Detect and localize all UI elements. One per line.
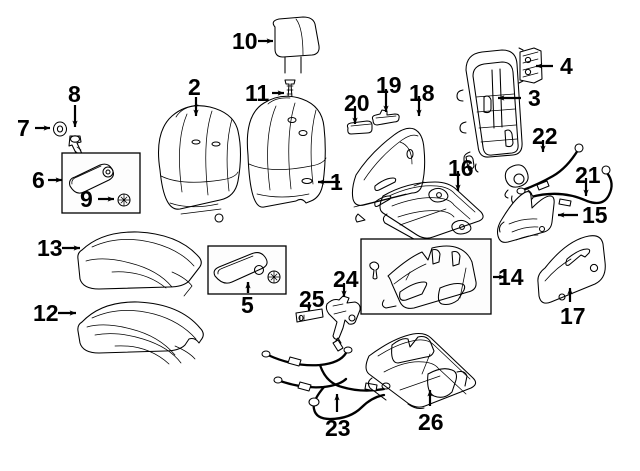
callout-label-5[interactable]: 5 bbox=[241, 292, 254, 318]
callout-label-12[interactable]: 12 bbox=[33, 300, 59, 326]
part-seat-cushion-cover-lower bbox=[77, 301, 204, 365]
callout-label-22[interactable]: 22 bbox=[532, 123, 558, 149]
callout-arrows bbox=[35, 38, 589, 412]
callout-label-18[interactable]: 18 bbox=[409, 80, 435, 106]
part-seat-cushion-cover-upper bbox=[77, 231, 202, 297]
inset-seat-cushion-shield bbox=[360, 238, 492, 315]
part-trim-plug bbox=[369, 261, 380, 280]
part-release-cable-short bbox=[516, 143, 584, 195]
part-cap-nut bbox=[117, 193, 131, 207]
callout-label-13[interactable]: 13 bbox=[37, 235, 63, 261]
callout-label-15[interactable]: 15 bbox=[582, 202, 608, 228]
callout-label-7[interactable]: 7 bbox=[17, 115, 30, 141]
part-lock-lever-bracket bbox=[325, 295, 361, 346]
callout-label-23[interactable]: 23 bbox=[325, 415, 351, 441]
part-recliner-bracket bbox=[518, 47, 543, 84]
part-trim-clip-upper bbox=[371, 109, 400, 126]
callout-label-26[interactable]: 26 bbox=[418, 409, 444, 435]
callout-label-4[interactable]: 4 bbox=[560, 53, 573, 79]
callout-label-20[interactable]: 20 bbox=[344, 90, 370, 116]
callout-label-1[interactable]: 1 bbox=[330, 169, 343, 195]
callout-label-6[interactable]: 6 bbox=[32, 167, 45, 193]
callout-label-10[interactable]: 10 bbox=[232, 28, 258, 54]
callout-label-25[interactable]: 25 bbox=[299, 286, 325, 312]
part-seat-slide-adjuster-track bbox=[365, 332, 477, 410]
callout-label-3[interactable]: 3 bbox=[528, 85, 541, 111]
callout-label-19[interactable]: 19 bbox=[376, 72, 402, 98]
callout-label-16[interactable]: 16 bbox=[448, 155, 474, 181]
part-wire-harness bbox=[261, 339, 391, 421]
part-inner-seat-trim-panel bbox=[496, 191, 555, 243]
part-outer-seat-trim-cover bbox=[537, 235, 606, 304]
callout-label-24[interactable]: 24 bbox=[333, 266, 359, 292]
inset-recliner-lever bbox=[61, 152, 141, 214]
callout-label-9[interactable]: 9 bbox=[80, 186, 93, 212]
callout-label-14[interactable]: 14 bbox=[498, 264, 524, 290]
part-handle-cap-nut bbox=[267, 270, 281, 284]
part-headrest-assembly bbox=[272, 16, 320, 74]
part-side-shield-inner bbox=[351, 127, 426, 223]
callout-label-21[interactable]: 21 bbox=[575, 162, 601, 188]
callout-label-17[interactable]: 17 bbox=[560, 303, 586, 329]
part-seat-back-cover-right bbox=[246, 95, 327, 208]
callout-label-8[interactable]: 8 bbox=[68, 81, 81, 107]
part-caution-label-plate bbox=[295, 308, 324, 323]
callout-label-2[interactable]: 2 bbox=[188, 74, 201, 100]
part-seat-back-cover-left bbox=[157, 104, 242, 223]
callout-label-11[interactable]: 11 bbox=[245, 80, 270, 106]
part-trim-cap bbox=[346, 120, 373, 135]
part-washer bbox=[52, 121, 68, 137]
